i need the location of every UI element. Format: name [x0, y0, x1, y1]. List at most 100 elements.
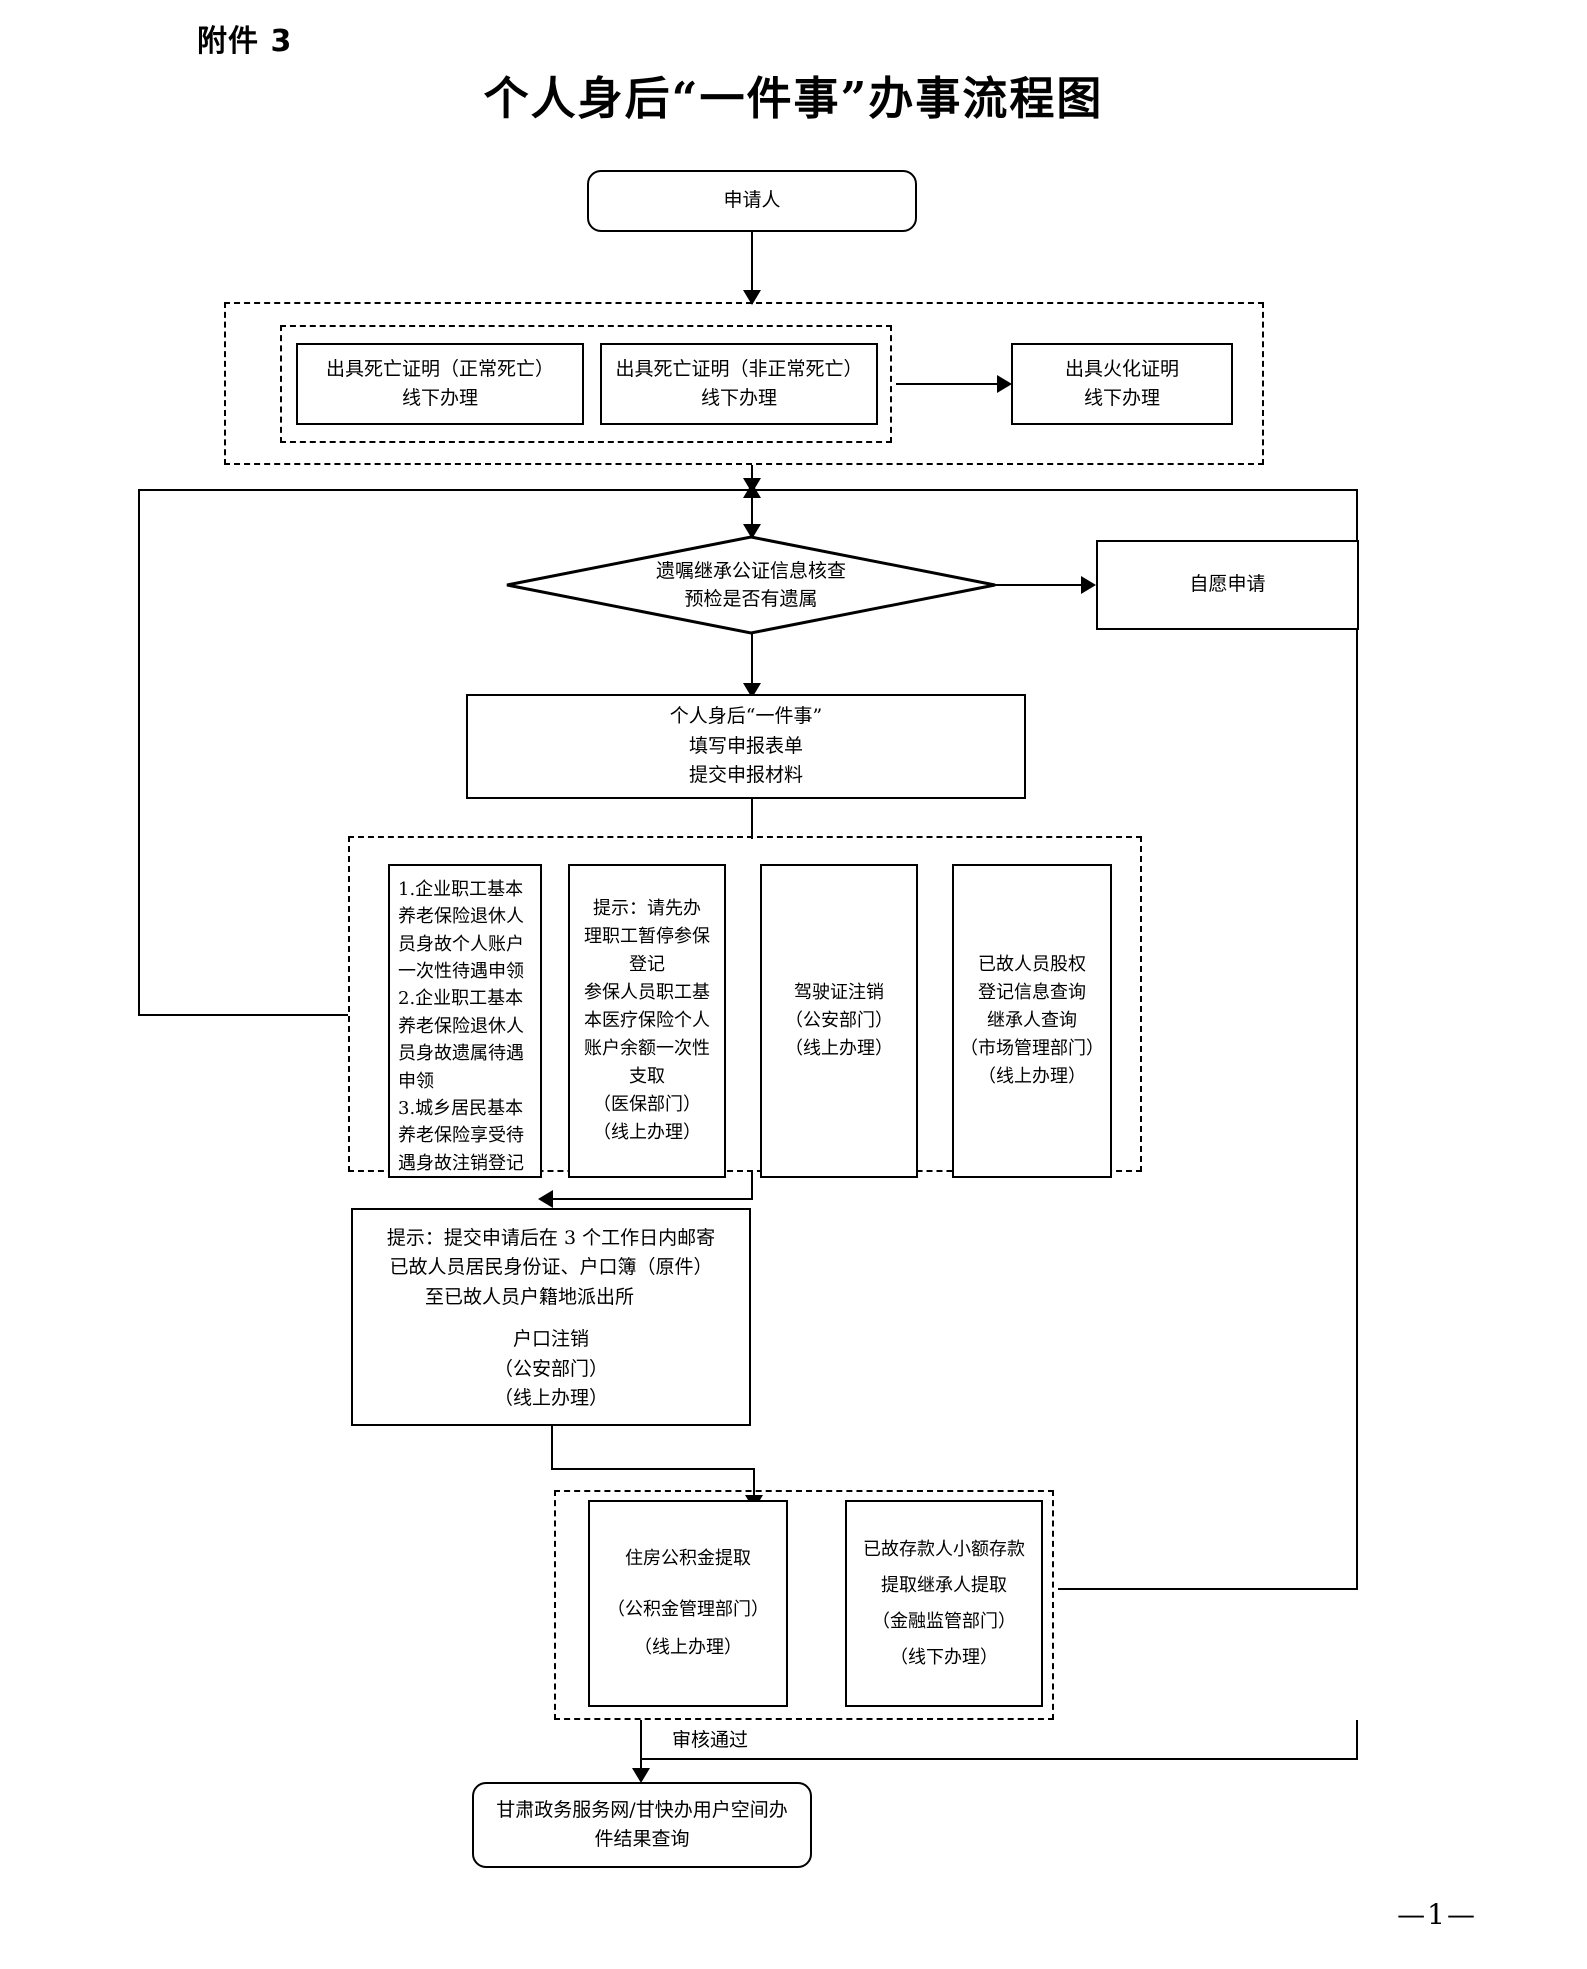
node-voluntary-application[interactable]: 自愿申请 — [1096, 540, 1359, 630]
edge-form-to-services — [751, 799, 753, 839]
node-declaration-form-line2: 填写申报表单 — [688, 734, 803, 757]
node-pension-items-l3: 员身故个人账户 — [398, 933, 524, 955]
edge-services-to-household-arrowhead — [538, 1190, 553, 1208]
edge-decision-to-form — [751, 633, 753, 695]
node-result-query[interactable]: 甘肃政务服务网/甘快办用户空间办 件结果查询 — [472, 1782, 812, 1868]
edge-decision-to-voluntary-arrowhead — [1081, 576, 1096, 594]
node-result-query-l1: 甘肃政务服务网/甘快办用户空间办 — [496, 1798, 788, 1821]
node-medical-insurance-l8: （医保部门） — [593, 1093, 701, 1115]
node-small-deposit-l3: （金融监管部门） — [872, 1610, 1016, 1632]
node-household-cancel-l1: 提示：提交申请后在 3 个工作日内邮寄 — [386, 1227, 716, 1249]
node-applicant-label: 申请人 — [723, 189, 781, 212]
node-housing-fund-l2: （公积金管理部门） — [607, 1599, 769, 1621]
node-medical-insurance[interactable]: 提示：请先办 理职工暂停参保 登记 参保人员职工基 本医疗保险个人 账户余额一次… — [568, 864, 726, 1178]
node-declaration-form-line1: 个人身后“一件事” — [669, 705, 823, 728]
node-equity-query[interactable]: 已故人员股权 登记信息查询 继承人查询 （市场管理部门） （线上办理） — [952, 864, 1112, 1178]
edge-frame-to-decision — [751, 491, 753, 536]
node-household-cancel-l4: 户口注销 — [512, 1328, 589, 1351]
edge-label-approved: 审核通过 — [672, 1729, 749, 1751]
node-housing-fund[interactable]: 住房公积金提取 （公积金管理部门） （线上办理） — [588, 1500, 788, 1707]
node-household-cancel-l2: 已故人员居民身份证、户口簿（原件） — [389, 1256, 713, 1279]
node-death-cert-abnormal[interactable]: 出具死亡证明（非正常死亡） 线下办理 — [600, 343, 878, 425]
node-cremation-cert-line1: 出具火化证明 — [1064, 357, 1179, 380]
node-decision[interactable]: 遗嘱继承公证信息核查 预检是否有遗属 — [505, 535, 997, 635]
edge-household-to-assets-v — [551, 1426, 553, 1470]
node-small-deposit-l1: 已故存款人小额存款 — [863, 1538, 1025, 1560]
node-small-deposit-l4: （线下办理） — [890, 1646, 998, 1668]
node-driver-license-l1: 驾驶证注销 — [794, 982, 884, 1004]
node-cremation-cert-line2: 线下办理 — [1083, 387, 1160, 409]
edge-decision-to-voluntary — [995, 584, 1090, 586]
frame-right-rail-bottom — [1058, 1588, 1358, 1590]
node-household-cancel-l6: （线上办理） — [493, 1387, 608, 1410]
node-small-deposit-l2: 提取继承人提取 — [881, 1574, 1007, 1596]
node-pension-items-l10: 养老保险享受待 — [398, 1125, 524, 1147]
node-housing-fund-l3: （线上办理） — [634, 1636, 742, 1658]
node-household-cancel[interactable]: 提示：提交申请后在 3 个工作日内邮寄 已故人员居民身份证、户口簿（原件） 至已… — [351, 1208, 751, 1426]
node-equity-query-l2: 登记信息查询 — [978, 982, 1086, 1004]
node-death-cert-normal[interactable]: 出具死亡证明（正常死亡） 线下办理 — [296, 343, 584, 425]
node-cremation-cert[interactable]: 出具火化证明 线下办理 — [1011, 343, 1233, 425]
node-pension-items-l1: 1.企业职工基本 — [398, 879, 524, 900]
frame-left-rail-bottom — [138, 1014, 348, 1016]
node-pension-items[interactable]: 1.企业职工基本 养老保险退休人 员身故个人账户 一次性待遇申领 2.企业职工基… — [388, 864, 542, 1178]
node-equity-query-l1: 已故人员股权 — [978, 954, 1086, 976]
node-medical-insurance-l6: 账户余额一次性 — [584, 1037, 710, 1059]
edge-applicant-to-certs — [751, 232, 753, 304]
edge-death-to-cremation — [896, 383, 1006, 385]
edge-applicant-to-certs-arrowhead — [743, 290, 761, 305]
node-housing-fund-l1: 住房公积金提取 — [625, 1548, 751, 1570]
edge-assets-to-result-arrowhead — [632, 1768, 650, 1783]
node-pension-items-l11: 遇身故注销登记 — [398, 1152, 524, 1174]
edge-frame-to-decision-arrowhead — [743, 524, 761, 539]
edge-assets-to-result-v — [640, 1720, 642, 1778]
edge-household-to-assets-h — [551, 1468, 755, 1470]
node-pension-items-l6: 养老保险退休人 — [398, 1015, 524, 1037]
edge-approved-right-v — [1356, 1720, 1358, 1760]
node-voluntary-application-label: 自愿申请 — [1189, 573, 1266, 596]
page-title: 个人身后“一件事”办事流程图 — [483, 72, 1104, 125]
edge-services-to-household — [751, 1172, 753, 1200]
group-certificates-outer — [224, 302, 1264, 465]
group-death-certificates — [280, 325, 892, 443]
node-death-cert-normal-line2: 线下办理 — [401, 387, 478, 409]
attachment-label: 附件 3 — [197, 24, 293, 59]
node-driver-license[interactable]: 驾驶证注销 （公安部门） （线上办理） — [760, 864, 918, 1178]
edge-frame-arrowhead-up — [743, 483, 761, 498]
frame-right-rail — [1356, 489, 1358, 1590]
node-pension-items-l9: 3.城乡居民基本 — [398, 1097, 524, 1119]
node-small-deposit[interactable]: 已故存款人小额存款 提取继承人提取 （金融监管部门） （线下办理） — [845, 1500, 1043, 1707]
node-medical-insurance-l1: 提示：请先办 — [593, 898, 701, 920]
edge-services-to-household-h — [546, 1198, 753, 1200]
node-declaration-form-line3: 提交申报材料 — [688, 764, 803, 787]
edge-approved-h — [640, 1758, 1358, 1760]
node-driver-license-l3: （线上办理） — [785, 1037, 893, 1059]
node-applicant[interactable]: 申请人 — [587, 170, 917, 232]
edge-household-to-assets-v2 — [753, 1468, 755, 1508]
frame-left-rail — [138, 489, 140, 1016]
node-equity-query-l5: （线上办理） — [978, 1065, 1086, 1087]
page-number: —1— — [1397, 1898, 1477, 1931]
node-equity-query-l3: 继承人查询 — [987, 1010, 1077, 1032]
node-driver-license-l2: （公安部门） — [785, 1010, 893, 1032]
edge-death-to-cremation-arrowhead — [997, 375, 1012, 393]
node-pension-items-l2: 养老保险退休人 — [398, 906, 524, 928]
node-equity-query-l4: （市场管理部门） — [960, 1037, 1104, 1059]
node-pension-items-l5: 2.企业职工基本 — [398, 988, 524, 1010]
node-medical-insurance-l4: 参保人员职工基 — [584, 982, 710, 1004]
node-death-cert-abnormal-line1: 出具死亡证明（非正常死亡） — [615, 357, 863, 380]
node-pension-items-l8: 申领 — [398, 1070, 434, 1092]
node-household-cancel-l5: （公安部门） — [493, 1357, 608, 1380]
node-pension-items-l7: 员身故遗属待遇 — [398, 1043, 524, 1065]
node-declaration-form[interactable]: 个人身后“一件事” 填写申报表单 提交申报材料 — [466, 694, 1026, 799]
group-services — [348, 836, 1142, 1172]
node-medical-insurance-l2: 理职工暂停参保 — [584, 926, 710, 948]
node-death-cert-normal-line1: 出具死亡证明（正常死亡） — [325, 357, 554, 380]
node-household-cancel-l3: 至已故人员户籍地派出所 — [425, 1285, 635, 1308]
node-medical-insurance-l7: 支取 — [629, 1065, 665, 1087]
node-medical-insurance-l5: 本医疗保险个人 — [584, 1010, 710, 1032]
node-death-cert-abnormal-line2: 线下办理 — [700, 387, 777, 409]
node-medical-insurance-l9: （线上办理） — [593, 1121, 701, 1143]
node-result-query-l2: 件结果查询 — [594, 1828, 690, 1850]
